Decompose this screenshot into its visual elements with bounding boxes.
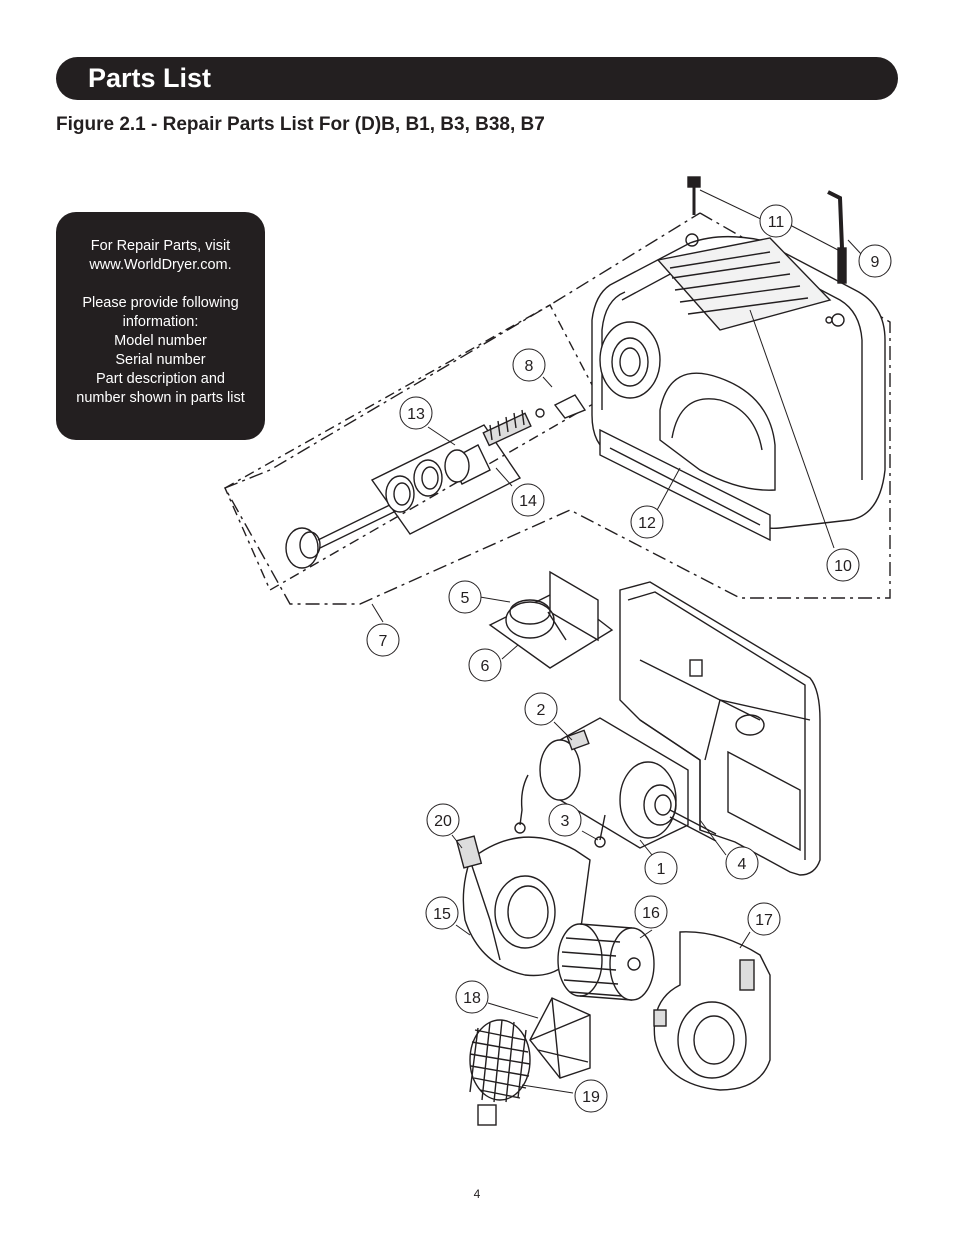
blower-housing-left-drawing: [455, 835, 591, 977]
callout-number: 18: [463, 990, 481, 1007]
callout-5: [448, 580, 482, 614]
section-header-bar: Parts List: [56, 57, 898, 100]
callout-10: [826, 548, 860, 582]
info-line: Part description and: [96, 371, 225, 387]
callout-number: 15: [433, 906, 451, 923]
callout-number: 6: [481, 658, 490, 675]
cover-housing-drawing: [591, 233, 886, 542]
callout-20: [426, 803, 460, 837]
callout-17: [747, 902, 781, 936]
callout-number: 13: [407, 406, 425, 423]
back-plate-drawing: [619, 581, 821, 876]
callout-number: 19: [582, 1089, 600, 1106]
impeller-drawing: [557, 923, 655, 1001]
callout-number: 20: [434, 813, 452, 830]
callout-number: 10: [834, 558, 852, 575]
callout-16: [634, 895, 668, 929]
callout-number: 3: [561, 813, 570, 830]
callout-7: [366, 623, 400, 657]
info-line: Model number: [114, 333, 207, 349]
callout-12: [630, 505, 664, 539]
callout-6: [468, 648, 502, 682]
callout-13: [399, 396, 433, 430]
callout-3: [548, 803, 582, 837]
section-title: Parts List: [88, 63, 212, 93]
leader-lines: [371, 189, 863, 1094]
info-line: www.WorldDryer.com.: [89, 257, 232, 273]
info-line: information:: [122, 314, 199, 330]
blower-housing-right-drawing: [653, 931, 771, 1091]
page-number: 4: [473, 1187, 481, 1201]
callout-number: 7: [379, 633, 388, 650]
callout-18: [455, 980, 489, 1014]
callout-number: 9: [871, 254, 880, 271]
switch-bracket-drawing: [488, 570, 614, 669]
callout-number: 5: [461, 590, 470, 607]
callout-9: [858, 244, 892, 278]
cover-dashed-boundary: [223, 212, 891, 605]
info-line: Serial number: [115, 352, 206, 368]
repair-info-box: For Repair Parts, visit www.WorldDryer.c…: [56, 212, 265, 440]
callout-number: 17: [755, 912, 773, 929]
callout-number: 11: [768, 214, 785, 231]
callout-4: [725, 846, 759, 880]
push-button-parts-drawing: [285, 394, 587, 569]
callout-number: 1: [657, 861, 666, 878]
callout-1: [644, 851, 678, 885]
callout-number: 14: [519, 493, 537, 510]
callout-14: [511, 483, 545, 517]
hex-wrench-drawing: [827, 190, 847, 284]
screw-part-drawing: [687, 176, 701, 215]
screen-grille-drawing: [469, 1019, 531, 1126]
figure-caption: Figure 2.1 - Repair Parts List For (D)B,…: [56, 114, 545, 135]
guard-frame-drawing: [529, 997, 591, 1079]
callout-number: 12: [638, 515, 656, 532]
callout-number: 4: [738, 856, 747, 873]
callout-number: 2: [537, 702, 546, 719]
callout-number: 8: [525, 358, 534, 375]
callout-8: [512, 348, 546, 382]
callout-2: [524, 692, 558, 726]
info-line: For Repair Parts, visit: [90, 238, 231, 254]
callout-19: [574, 1079, 608, 1113]
info-line: number shown in parts list: [76, 390, 245, 406]
button-dashed-boundary: [224, 304, 601, 591]
callout-numbers: 11 9 8 13 14 12 10 5 7 6 2 20 3 1 4 15 1…: [379, 214, 880, 1106]
motor-drawing: [514, 717, 717, 849]
callout-15: [425, 896, 459, 930]
info-line: Please provide following: [82, 295, 239, 311]
callout-11: [759, 204, 793, 238]
callout-labels: [366, 204, 892, 1113]
callout-number: 16: [642, 905, 660, 922]
